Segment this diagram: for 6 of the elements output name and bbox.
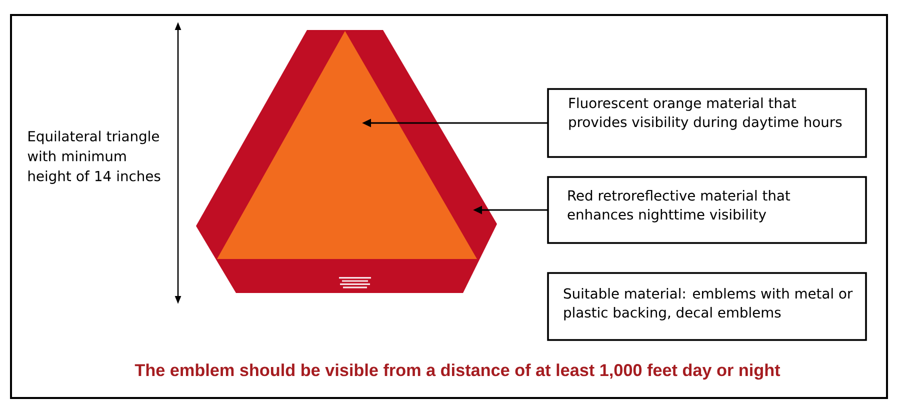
text-box: Red retroreflective material that enhances nighttime visibility (547, 176, 867, 244)
text-box: Fluorescent orange material that provides visibility during daytime hours (547, 88, 867, 158)
caption: The emblem should be visible from a distance of at least 1,000 feet day or night (134, 364, 780, 380)
text-box: Suitable material: emblems with metal or plastic backing, decal emblems (547, 272, 867, 341)
sign-triangle (217, 31, 477, 259)
dimension-label: Equilateral triangle with minimum height of 14 inches (28, 130, 160, 184)
